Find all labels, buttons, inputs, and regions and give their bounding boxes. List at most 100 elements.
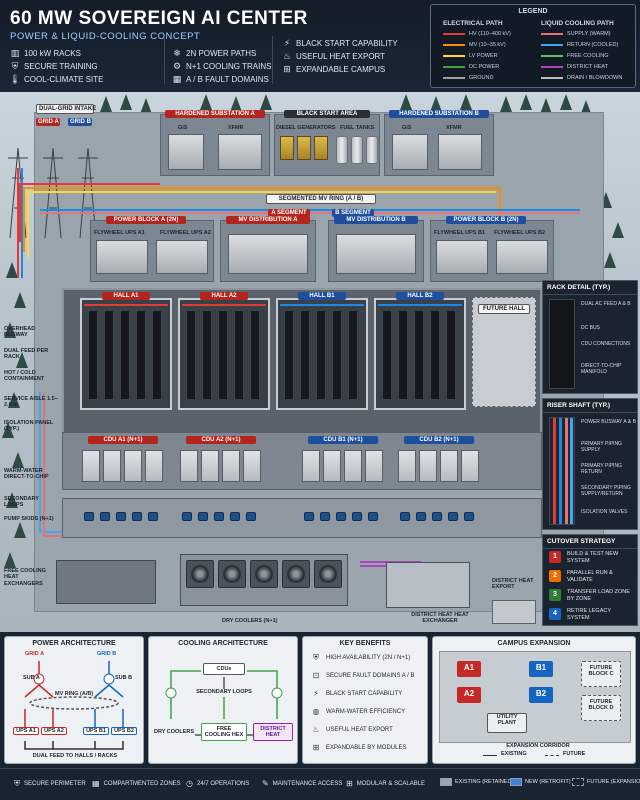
pine-tree [2,422,14,438]
legend-cooling-title: LIQUID COOLING PATH [541,20,614,27]
feature-power-paths: ❄2N POWER PATHS [173,47,257,58]
benefit-item: ♨USEFUL HEAT EXPORT [311,725,392,735]
legend-cooling-row: DISTRICT HEAT [541,64,608,70]
droplet-icon: ◍ [312,707,320,716]
header: 60 MW SOVEREIGN AI CENTER POWER & LIQUID… [0,0,640,92]
flywheel-a2-label: FLYWHEEL UPS A2 [160,230,211,236]
tower-right [78,147,98,239]
pine-tree [260,94,272,110]
benefit-label: EXPANDABLE BY MODULES [326,745,407,751]
bolt-icon: ⚡ [313,689,319,698]
cdu-unit [201,450,219,482]
callout-label: HOT / COLD CONTAINMENT [4,370,45,383]
mv-ring-label: SEGMENTED MV RING (A / B) [266,194,376,204]
rack-row [152,310,162,400]
legend-cooling-row: DRAIN / BLOWDOWN [541,75,622,81]
benefit-item: ⊡SECURE FAULT DOMAINS A / B [311,671,415,681]
rack-row [234,310,244,400]
flywheel-ups-b2 [496,240,548,274]
pump-skid [320,512,330,521]
legend-label: GROUND [469,75,494,81]
cutover-step-number: 2 [549,570,561,582]
cutover-step-number: 4 [549,608,561,620]
cdu-label: CDU A2 (N+1) [186,436,256,444]
swatch-future [572,778,584,786]
overhead-busway [378,304,462,306]
swatch-new [510,778,522,786]
pump-skid [416,512,426,521]
transmission-towers [8,147,98,278]
legend-swatch [443,77,465,79]
mv-dist-b-label: MV DISTRIBUTION B [334,216,418,224]
header-divider [272,36,273,84]
diesel-generator [297,136,311,160]
dry-coolers-label: DRY COOLERS (N+1) [222,618,278,624]
legend-title: LEGEND [518,8,548,15]
cdu-unit [344,450,362,482]
footer-key-existing: EXISTING (RETAINED) [440,778,513,786]
pine-tree [8,392,20,408]
pa-sub-b: SUB B [115,675,133,681]
cooling-arch-title: COOLING ARCHITECTURE [178,640,268,647]
rack-row [120,310,130,400]
substation-b-label: HARDENED SUBSTATION B [389,110,489,118]
rack-row [446,310,456,400]
cog-icon: ⚙ [172,60,182,71]
diesel-label: DIESEL GENERATORS [276,125,336,131]
benefit-label: BLACK START CAPABILITY [326,691,403,697]
pa-dual-feed: DUAL FEED TO HALLS / RACKS [32,753,118,759]
pump-skid [84,512,94,521]
pump-skid [432,512,442,521]
dual-feed-bus [24,741,124,750]
footer-key-future: FUTURE (EXPANSION) [572,778,640,786]
rack-row [382,310,392,400]
pa-ups-b1: UPS B1 [83,727,109,735]
hall-label: HALL A1 [102,292,150,300]
campus-corridor: EXPANSION CORRIDOR [506,743,570,749]
domains-icon: ▦ [172,73,182,84]
diesel-generator [314,136,328,160]
gis-b [392,134,428,170]
cdu-unit [461,450,479,482]
legend-swatch [443,55,465,57]
flywheel-b2-label: FLYWHEEL UPS B2 [494,230,546,236]
pine-tree [100,96,112,112]
pump-skid [132,512,142,521]
mv-switchgear-b [336,234,416,274]
xfmr-a-label: XFMR [228,125,244,131]
district-heat-building [492,600,536,624]
legend-swatch [443,33,465,35]
cdu-unit [398,450,416,482]
pine-tree [430,96,442,112]
rack-row [186,310,196,400]
pump-skid [464,512,474,521]
legend-swatch [541,77,563,79]
tower-mid [43,147,63,239]
snowflake-icon: ❄ [173,47,181,58]
footer-operations: ◷24/7 OPERATIONS [186,779,250,788]
grid-icon: ▦ [92,779,100,788]
cdu-unit [103,450,121,482]
future-hall [472,297,536,407]
callout-label: OVERHEAD BUSWAY [4,326,36,339]
campus-b1: B1 [529,661,553,677]
legend-electrical-row: MV (10–35 kV) [443,42,506,48]
cdu-unit [365,450,383,482]
module-icon: ⊞ [346,779,353,788]
flywheel-ups-a2 [156,240,208,274]
pump-skid [230,512,240,521]
rack-item: CDU CONNECTIONS [581,341,631,347]
key-benefits-title: KEY BENEFITS [339,640,391,647]
district-export-label: DISTRICT HEAT EXPORT [492,578,534,590]
xfmr-b [438,134,482,170]
rack-row [104,310,114,400]
pump-skid [246,512,256,521]
flywheel-ups-a1 [96,240,148,274]
pine-tree [16,352,28,368]
diesel-generator [280,136,294,160]
b-segment-label: B SEGMENT [332,209,374,217]
pine-tree [500,96,512,112]
dry-cooler [250,560,278,588]
thermometer-icon: 🌡 [9,73,21,84]
